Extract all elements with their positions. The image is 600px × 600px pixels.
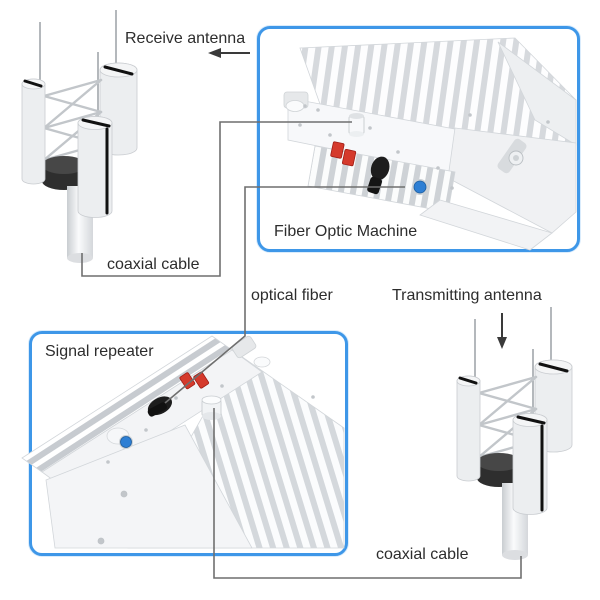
n-type-connector (348, 113, 365, 137)
blue-fiber-connector (412, 179, 428, 195)
repeater-screw-dots (97, 384, 315, 545)
receive-antenna-label: Receive antenna (125, 30, 246, 47)
repeater-front-door (45, 424, 253, 549)
signal-repeater-label: Signal repeater (45, 343, 154, 360)
repeater-blue-connector (106, 427, 133, 449)
transmitting-antenna-label: Transmitting antenna (392, 287, 542, 304)
fiber-machine-side-door (447, 127, 577, 234)
optical-fiber-label: optical fiber (251, 287, 333, 304)
signal-repeater-device (21, 335, 345, 549)
optical-fiber-line (164, 186, 405, 404)
coaxial-cable-line-bottom (213, 408, 522, 579)
black-fiber-connector (367, 156, 390, 195)
repeater-mounting-lug (231, 335, 271, 368)
signal-repeater-box: Signal repeater (29, 331, 348, 556)
coaxial-cable-line-top (81, 121, 352, 277)
transmitting-antenna-figure (455, 305, 574, 562)
screw-dots (298, 104, 550, 190)
coaxial-cable-top-label: coaxial cable (107, 256, 200, 273)
receive-antenna-figure (20, 8, 139, 265)
repeater-black-connector (147, 396, 173, 417)
fiber-optic-machine-box: Fiber Optic Machine (257, 26, 580, 252)
fiber-optic-machine-label: Fiber Optic Machine (274, 223, 418, 240)
fiber-machine-clamp (497, 138, 527, 174)
red-fiber-connectors (330, 141, 357, 167)
fiber-machine-mounting-lug (283, 91, 309, 112)
coaxial-cable-bottom-label: coaxial cable (376, 546, 469, 563)
fiber-machine-bottom-wall (419, 199, 553, 251)
left-arrow-icon (208, 48, 250, 58)
down-arrow-icon (497, 313, 507, 349)
fiber-optic-machine-device (283, 37, 577, 251)
repeater-n-connector (201, 395, 222, 420)
